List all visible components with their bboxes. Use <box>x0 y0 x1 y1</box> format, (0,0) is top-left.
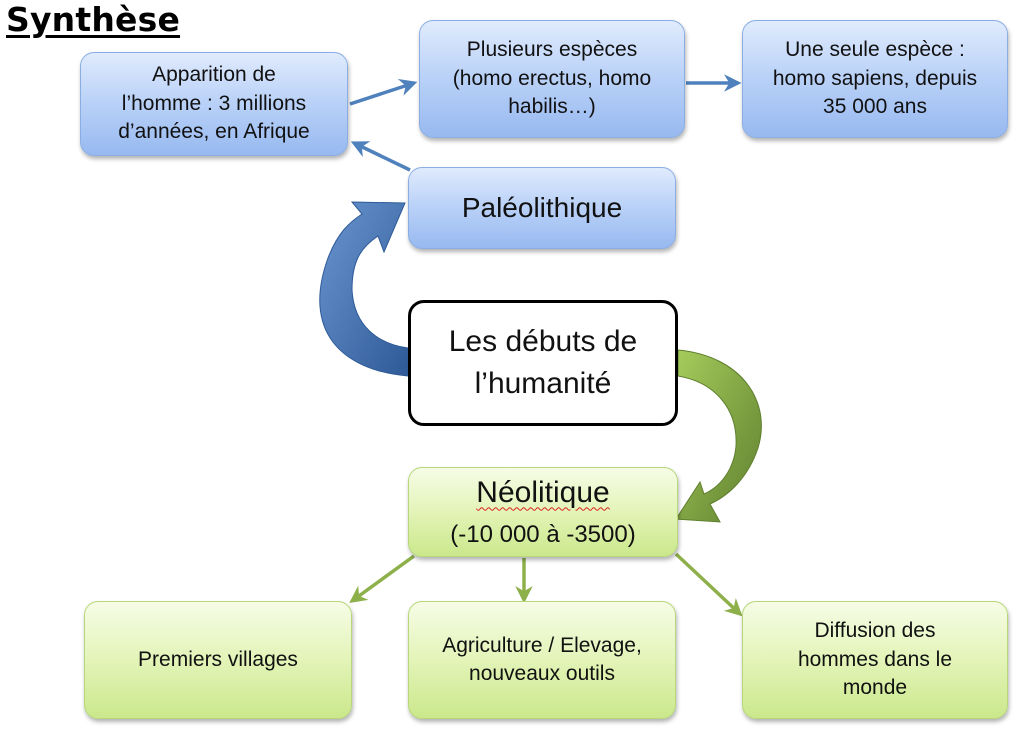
page-title: Synthèse <box>6 0 181 39</box>
node-apparition: Apparition de l’homme : 3 millions d’ann… <box>80 52 348 156</box>
arrow-neolitique-to-diffusion <box>674 552 743 617</box>
arrow-neolitique-to-villages <box>349 554 416 604</box>
node-neolitique-title: Néolitique <box>476 475 610 509</box>
node-une-seule-espece: Une seule espèce : homo sapiens, depuis … <box>742 20 1008 138</box>
curved-arrow-to-neolitique <box>675 349 762 523</box>
arrow-apparition-to-plusieurs <box>349 79 418 106</box>
node-debuts-humanite: Les débuts de l’humanité <box>408 300 678 426</box>
arrow-paleolithique-to-apparition <box>350 141 411 172</box>
node-plusieurs-especes: Plusieurs espèces (homo erectus, homo ha… <box>419 20 685 138</box>
node-debuts-humanite-text: Les débuts de l’humanité <box>448 325 638 400</box>
node-neolitique-dates: (-10 000 à -3500) <box>450 521 636 549</box>
node-apparition-text: Apparition de l’homme : 3 millions d’ann… <box>118 63 310 144</box>
node-agriculture-elevage-text: Agriculture / Elevage, nouveaux outils <box>442 633 642 685</box>
node-une-seule-espece-text: Une seule espèce : homo sapiens, depuis … <box>772 38 978 119</box>
node-diffusion: Diffusion des hommes dans le monde <box>742 601 1008 719</box>
node-plusieurs-especes-text: Plusieurs espèces (homo erectus, homo ha… <box>452 38 652 119</box>
curved-arrow-to-paleolithique <box>319 201 409 377</box>
node-paleolithique: Paléolithique <box>408 167 676 249</box>
node-paleolithique-text: Paléolithique <box>461 192 623 224</box>
node-premiers-villages-text: Premiers villages <box>138 647 298 671</box>
node-agriculture-elevage: Agriculture / Elevage, nouveaux outils <box>408 601 676 719</box>
node-premiers-villages: Premiers villages <box>84 601 352 719</box>
node-neolitique: Néolitique (-10 000 à -3500) <box>408 467 678 557</box>
node-diffusion-text: Diffusion des hommes dans le monde <box>797 619 953 700</box>
